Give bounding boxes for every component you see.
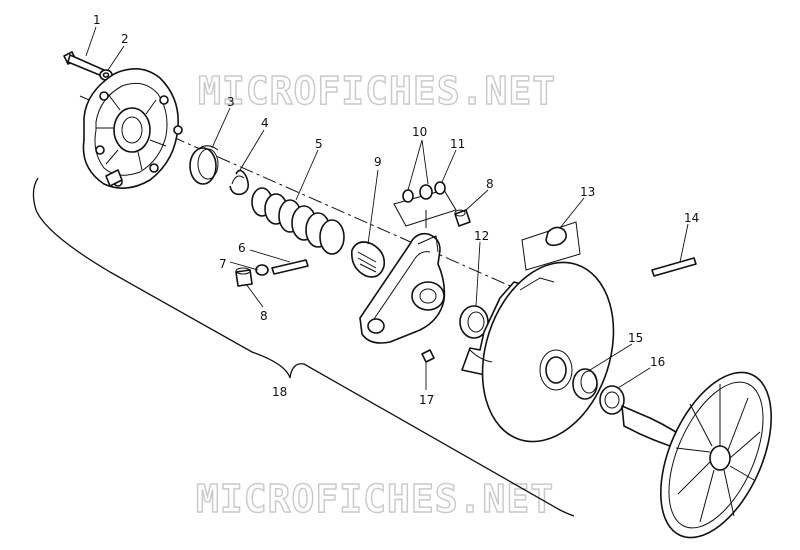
callout-4: 4 — [261, 116, 269, 130]
callout-14: 14 — [684, 211, 699, 225]
callout-3: 3 — [227, 95, 235, 109]
part-cover-plate — [82, 68, 183, 189]
callout-7: 7 — [219, 257, 227, 271]
part-10-11-rollers — [393, 181, 457, 228]
callout-17: 17 — [419, 393, 434, 407]
callout-16: 16 — [650, 355, 665, 369]
callout-8-upper: 8 — [486, 177, 494, 191]
part-7-pin-cap — [255, 264, 269, 276]
callout-labels: 1 2 3 4 5 6 7 8 9 10 11 8 12 13 14 15 16… — [93, 13, 699, 407]
callout-8-lower: 8 — [260, 309, 268, 323]
callout-10: 10 — [412, 125, 427, 139]
callout-12: 12 — [474, 229, 489, 243]
part-8-cap-lower — [235, 267, 253, 287]
part-14-pin — [651, 257, 697, 277]
bracket-18 — [32, 177, 575, 517]
callout-9: 9 — [374, 155, 382, 169]
part-moveable-sheave — [461, 261, 615, 443]
part-17-nut — [421, 349, 435, 363]
callout-5: 5 — [315, 137, 323, 151]
callout-2: 2 — [121, 32, 129, 46]
part-6-pin — [271, 259, 309, 275]
callout-13: 13 — [580, 185, 595, 199]
part-3-bushing — [189, 145, 219, 185]
leader-lines — [85, 26, 689, 390]
part-9-roller — [350, 241, 386, 278]
part-8-cap-upper — [454, 209, 471, 227]
callout-1: 1 — [93, 13, 101, 27]
watermark-bottom: MICROFICHES.NET — [196, 477, 554, 521]
part-13-clip — [521, 221, 581, 271]
callout-15: 15 — [628, 331, 643, 345]
part-5-spring — [251, 187, 345, 255]
part-spider-arm — [359, 232, 446, 344]
callout-18: 18 — [272, 385, 287, 399]
part-15-bushing — [572, 368, 598, 400]
callout-11: 11 — [450, 137, 465, 151]
part-fixed-sheave — [621, 371, 773, 539]
watermark-top: MICROFICHES.NET — [198, 69, 556, 113]
callout-6: 6 — [238, 241, 246, 255]
part-16-washer — [599, 385, 625, 415]
part-1-bolt — [63, 51, 105, 77]
part-4-snap-ring — [229, 169, 250, 196]
